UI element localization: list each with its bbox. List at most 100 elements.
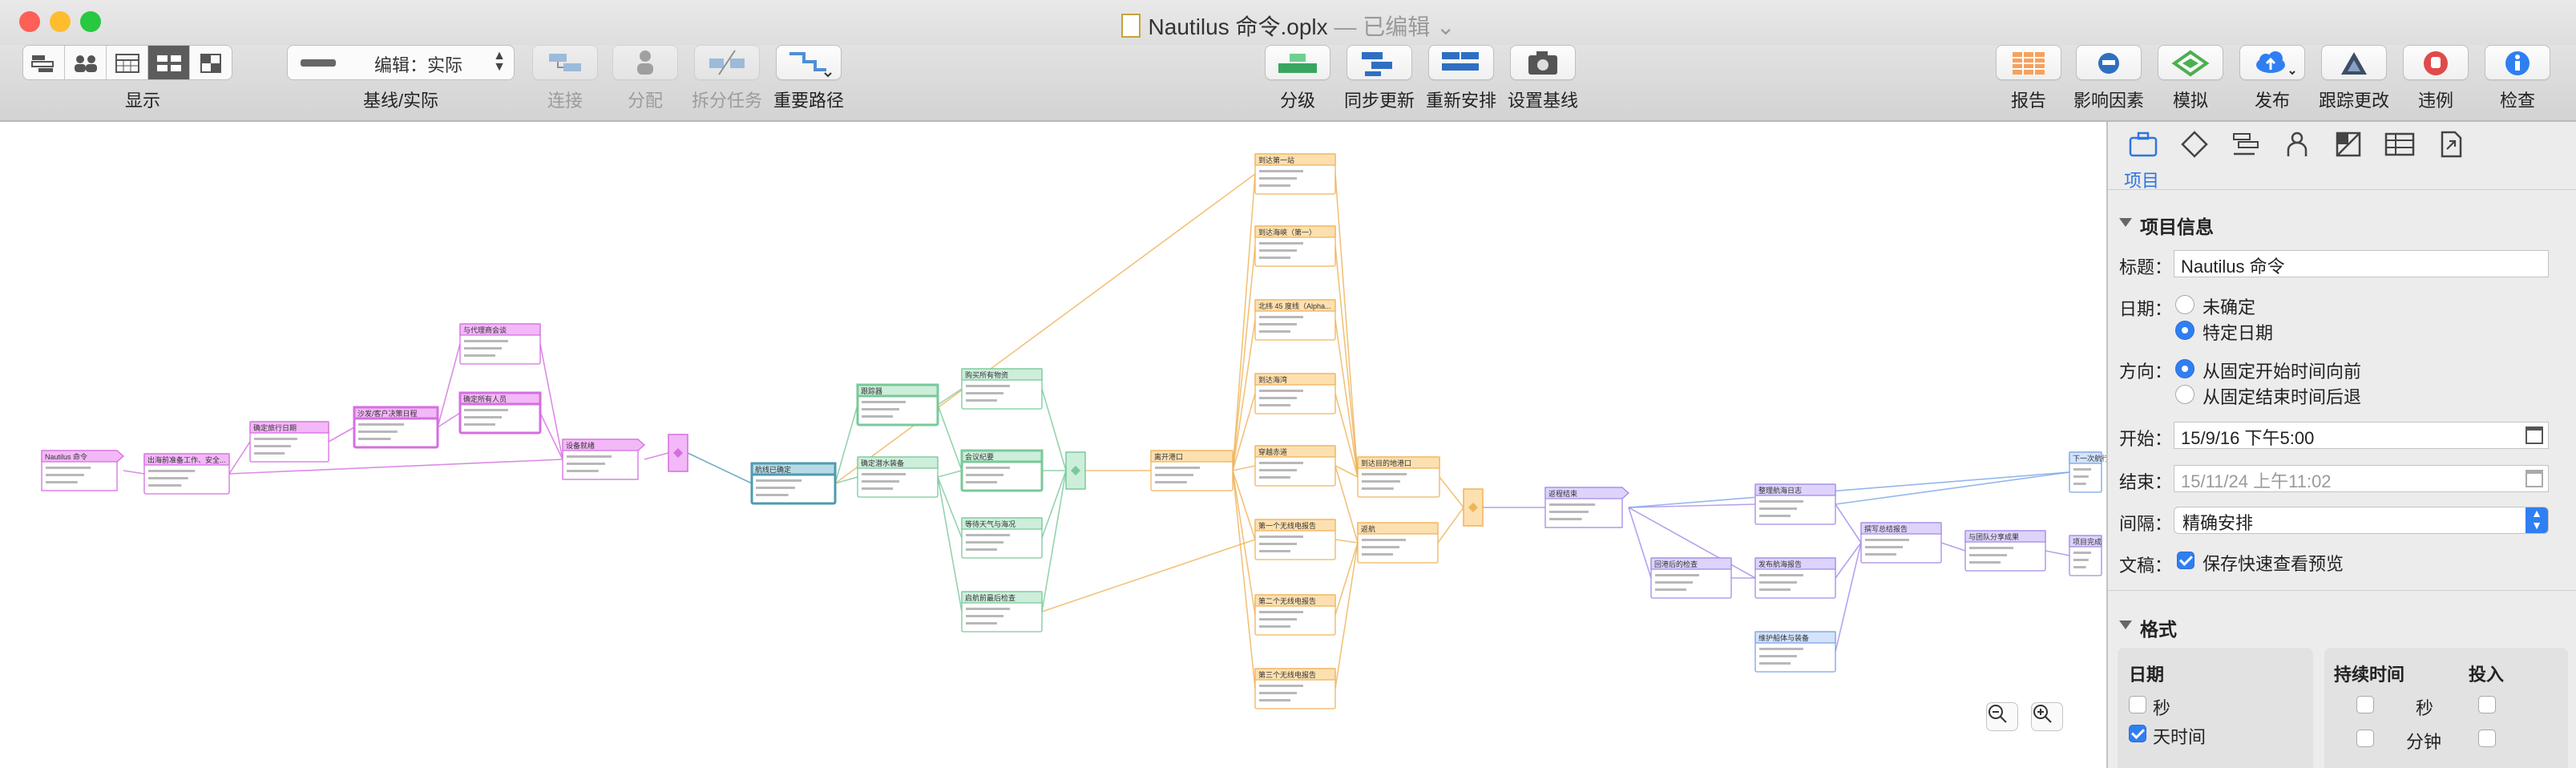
project-info-disclosure-icon[interactable]: [2119, 218, 2132, 227]
task-node-n11[interactable]: 确定潜水装备: [857, 456, 939, 498]
task-node-n34[interactable]: 撰写总结报告: [1860, 522, 1942, 564]
styles-view-button[interactable]: [190, 46, 232, 79]
task-node-n36[interactable]: 项目完成: [2069, 535, 2102, 576]
calendar-icon[interactable]: [2526, 426, 2543, 444]
task-node-n15[interactable]: 等待天气与海况: [961, 517, 1043, 559]
gantt-view-button[interactable]: [23, 46, 65, 79]
simulate-button[interactable]: [2158, 45, 2223, 80]
start-date-input[interactable]: 15/9/16 下午5:00: [2174, 422, 2549, 449]
format-disclosure-icon[interactable]: [2119, 620, 2132, 629]
interval-popup[interactable]: 精确安排 ▲▼: [2174, 507, 2549, 534]
calendar-view-button[interactable]: [107, 46, 148, 79]
zoom-out-button[interactable]: [1986, 702, 2018, 731]
task-node-n6[interactable]: 确定所有人员: [458, 391, 542, 435]
level-button[interactable]: [1265, 45, 1330, 80]
split-task-button[interactable]: [694, 45, 760, 80]
task-tab[interactable]: [2230, 128, 2262, 160]
effort-minutes-checkbox[interactable]: [2478, 730, 2496, 747]
track-changes-button[interactable]: [2321, 45, 2387, 80]
network-canvas[interactable]: Nautilus 命令出海前准备工作、安全...确定旅行日期沙发/客户决策日程与…: [0, 122, 2106, 768]
task-node-n5[interactable]: 与代理商会谈: [459, 323, 541, 365]
task-node-n10[interactable]: 跟踪器: [856, 383, 939, 426]
reports-button[interactable]: [1996, 45, 2061, 80]
task-node-n33[interactable]: 维护船体与装备: [1754, 631, 1836, 673]
milestone-marker[interactable]: [1463, 488, 1484, 527]
influences-button[interactable]: [2076, 45, 2142, 80]
duration-minutes-checkbox[interactable]: [2356, 730, 2374, 747]
network-view-button[interactable]: [148, 46, 190, 79]
edited-chevron[interactable]: ⌄: [1435, 14, 1456, 39]
date-undetermined-radio[interactable]: [2175, 295, 2194, 314]
export-tab[interactable]: [2435, 128, 2467, 160]
day-time-checkbox[interactable]: [2129, 725, 2146, 742]
task-node-n9[interactable]: 航线已确定: [750, 462, 837, 505]
task-node-n3[interactable]: 确定旅行日期: [249, 421, 329, 463]
task-node-n24[interactable]: 第二个无线电报告: [1254, 594, 1336, 636]
resource-tab[interactable]: [2281, 128, 2313, 160]
end-calendar-icon[interactable]: [2526, 470, 2543, 487]
task-node-n18[interactable]: 到达第一站: [1254, 153, 1336, 195]
style-tab[interactable]: [2332, 128, 2364, 160]
task-node-n16[interactable]: 启航前最后检查: [961, 591, 1043, 633]
task-node-n13[interactable]: 会议纪要: [960, 449, 1044, 492]
assign-button[interactable]: [612, 45, 678, 80]
zoom-window-button[interactable]: [80, 11, 101, 32]
network-diagram[interactable]: Nautilus 命令出海前准备工作、安全...确定旅行日期沙发/客户决策日程与…: [0, 122, 2106, 768]
task-node-n1[interactable]: Nautilus 命令: [41, 450, 124, 491]
task-node-n32[interactable]: 发布航海报告: [1754, 557, 1836, 599]
connect-button[interactable]: [532, 45, 598, 80]
task-node-n17[interactable]: 离开港口: [1150, 450, 1233, 491]
zoom-in-button[interactable]: [2031, 702, 2063, 731]
task-node-n19[interactable]: 到达海峡（第一）: [1254, 225, 1336, 267]
influences-label: 影响因素: [2073, 91, 2144, 111]
sync-updates-button[interactable]: [1347, 45, 1412, 80]
date-seconds-label: 秒: [2153, 698, 2171, 718]
task-node-n26[interactable]: 到达目的地港口: [1357, 456, 1440, 498]
close-window-button[interactable]: [19, 11, 40, 32]
end-date-input[interactable]: 15/11/24 上午11:02: [2174, 465, 2549, 492]
date-specific-radio[interactable]: [2175, 321, 2194, 340]
task-node-n28[interactable]: [1463, 488, 1484, 527]
task-node-n22[interactable]: 穿越赤道: [1254, 445, 1336, 487]
table-tab[interactable]: [2384, 128, 2416, 160]
project-tab[interactable]: [2127, 128, 2159, 160]
task-node-n8[interactable]: [668, 434, 688, 472]
save-preview-checkbox[interactable]: [2177, 552, 2194, 569]
task-node-n29[interactable]: 返程结束: [1544, 487, 1629, 528]
dependency-line: [1232, 465, 1256, 471]
task-node-n4[interactable]: 沙发/客户决策日程: [353, 406, 439, 449]
task-node-n12[interactable]: 购买所有物资: [961, 368, 1043, 410]
task-node-n30[interactable]: 回港后的检查: [1650, 557, 1732, 599]
task-node-n7[interactable]: 设备就绪: [562, 439, 645, 480]
task-node-n37[interactable]: 下一次航行: [2069, 451, 2106, 493]
inspect-button[interactable]: [2485, 45, 2550, 80]
publish-button[interactable]: [2239, 45, 2305, 80]
milestone-tab[interactable]: [2178, 128, 2211, 160]
violations-button[interactable]: [2403, 45, 2469, 80]
task-node-n20[interactable]: 北纬 45 度线（Alpha...: [1254, 299, 1336, 341]
task-node-n21[interactable]: 到达海湾: [1254, 373, 1336, 414]
task-node-n35[interactable]: 与团队分享成果: [1964, 530, 2046, 572]
minimize-window-button[interactable]: [50, 11, 71, 32]
date-seconds-checkbox[interactable]: [2129, 696, 2146, 713]
task-node-n2[interactable]: 出海前准备工作、安全...: [143, 453, 230, 495]
task-detail-line: [358, 430, 398, 433]
view-mode-segmented[interactable]: [22, 45, 232, 80]
baseline-actual-select[interactable]: 编辑：实际 ▲▼: [287, 45, 515, 80]
task-node-n25[interactable]: 第三个无线电报告: [1254, 668, 1336, 709]
split-task-icon: [709, 50, 745, 75]
reschedule-button[interactable]: [1428, 45, 1494, 80]
task-node-n27[interactable]: 返航: [1357, 522, 1439, 564]
resource-view-button[interactable]: [65, 46, 107, 79]
duration-seconds-checkbox[interactable]: [2356, 696, 2374, 713]
task-node-n23[interactable]: 第一个无线电报告: [1254, 519, 1336, 560]
edited-status[interactable]: — 已编辑: [1334, 14, 1431, 39]
critical-path-button[interactable]: [776, 45, 842, 80]
title-input[interactable]: Nautilus 命令: [2174, 250, 2549, 277]
direction-forward-radio[interactable]: [2175, 359, 2194, 378]
task-node-n31[interactable]: 整理航海日志: [1754, 483, 1836, 525]
task-node-n14[interactable]: [1065, 451, 1086, 490]
direction-backward-radio[interactable]: [2175, 385, 2194, 404]
set-baseline-button[interactable]: [1510, 45, 1576, 80]
effort-seconds-checkbox[interactable]: [2478, 696, 2496, 713]
